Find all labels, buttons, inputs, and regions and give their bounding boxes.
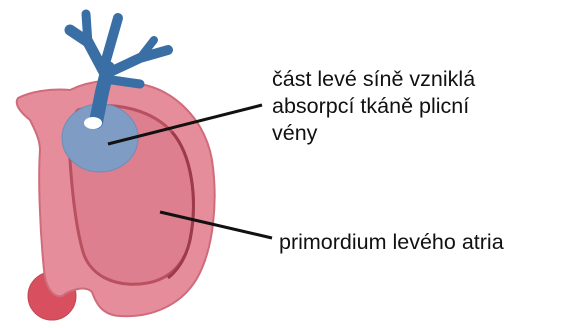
vein-branch-right-lower	[112, 80, 140, 84]
label-line: absorpcí tkáně plicní	[272, 93, 475, 120]
label-line: vény	[272, 120, 475, 147]
vein-branch-left-top	[86, 14, 88, 44]
vein-lumen	[84, 117, 102, 129]
label-line: část levé síně vzniklá	[272, 66, 475, 93]
label-primordium-left-atrium: primordium levého atria	[279, 229, 504, 256]
label-absorbed-pulmonary-vein-part: část levé síně vzniklá absorpcí tkáně pl…	[272, 66, 475, 147]
vein-branch-center	[106, 18, 118, 60]
